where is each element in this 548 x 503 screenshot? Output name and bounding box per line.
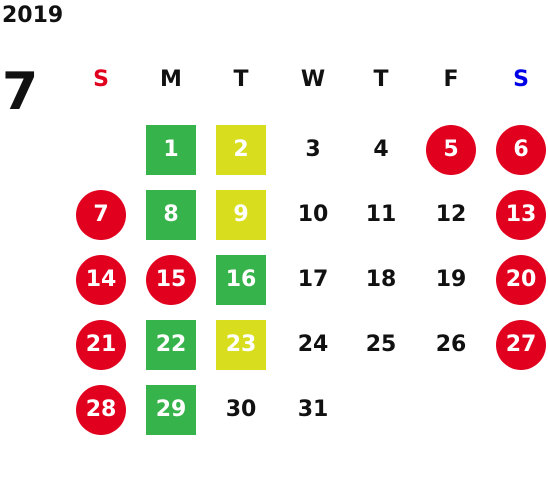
day-number-7: 7	[76, 190, 126, 240]
calendar-day-cell[interactable]: 22	[146, 320, 196, 370]
calendar-day-cell[interactable]: 10	[288, 190, 338, 240]
day-number-16: 16	[216, 255, 266, 305]
calendar-day-cell[interactable]: 23	[216, 320, 266, 370]
calendar-day-cell[interactable]: 12	[426, 190, 476, 240]
day-number-15: 15	[146, 255, 196, 305]
weekday-header-sunday: S	[93, 67, 109, 92]
day-number-23: 23	[216, 320, 266, 370]
calendar-day-cell[interactable]: 13	[496, 190, 546, 240]
day-number-24: 24	[297, 332, 329, 357]
weekday-header-thursday: T	[373, 67, 389, 92]
day-number-6: 6	[496, 125, 546, 175]
calendar-day-cell[interactable]: 28	[76, 385, 126, 435]
calendar-day-cell[interactable]: 20	[496, 255, 546, 305]
day-number-3: 3	[305, 137, 321, 162]
day-number-12: 12	[435, 202, 467, 227]
day-number-27: 27	[496, 320, 546, 370]
calendar-day-cell[interactable]: 9	[216, 190, 266, 240]
calendar-day-cell[interactable]: 30	[216, 385, 266, 435]
calendar-day-cell[interactable]: 29	[146, 385, 196, 435]
calendar-day-cell[interactable]: 8	[146, 190, 196, 240]
calendar-day-cell[interactable]: 15	[146, 255, 196, 305]
calendar-day-cell[interactable]: 21	[76, 320, 126, 370]
calendar-day-cell[interactable]: 17	[288, 255, 338, 305]
day-number-8: 8	[146, 190, 196, 240]
weekday-header-monday: M	[160, 67, 182, 92]
calendar-day-cell[interactable]: 16	[216, 255, 266, 305]
day-number-22: 22	[146, 320, 196, 370]
calendar-day-cell[interactable]: 24	[288, 320, 338, 370]
calendar-day-cell[interactable]: 4	[356, 125, 406, 175]
day-number-9: 9	[216, 190, 266, 240]
calendar-day-cell[interactable]: 31	[288, 385, 338, 435]
day-number-18: 18	[365, 267, 397, 292]
day-number-20: 20	[496, 255, 546, 305]
day-number-10: 10	[297, 202, 329, 227]
day-number-5: 5	[426, 125, 476, 175]
day-number-30: 30	[225, 397, 257, 422]
weekday-header-friday: F	[443, 67, 459, 92]
calendar-day-cell[interactable]: 6	[496, 125, 546, 175]
day-number-29: 29	[146, 385, 196, 435]
day-number-4: 4	[373, 137, 389, 162]
year-label: 2019	[2, 3, 64, 28]
day-number-21: 21	[76, 320, 126, 370]
calendar-day-cell[interactable]: 19	[426, 255, 476, 305]
day-number-11: 11	[365, 202, 397, 227]
calendar-day-cell[interactable]: 5	[426, 125, 476, 175]
day-number-26: 26	[435, 332, 467, 357]
calendar-day-cell[interactable]: 26	[426, 320, 476, 370]
weekday-header-tuesday: T	[233, 67, 249, 92]
weekday-header-saturday: S	[513, 67, 529, 92]
day-number-2: 2	[216, 125, 266, 175]
calendar-day-cell[interactable]: 27	[496, 320, 546, 370]
calendar-day-cell[interactable]: 1	[146, 125, 196, 175]
calendar-day-cell[interactable]: 7	[76, 190, 126, 240]
weekday-header-wednesday: W	[300, 67, 326, 92]
calendar-day-cell[interactable]: 11	[356, 190, 406, 240]
day-number-1: 1	[146, 125, 196, 175]
day-number-19: 19	[435, 267, 467, 292]
day-number-17: 17	[297, 267, 329, 292]
day-number-14: 14	[76, 255, 126, 305]
calendar-day-cell[interactable]: 3	[288, 125, 338, 175]
day-number-13: 13	[496, 190, 546, 240]
calendar-day-cell[interactable]: 14	[76, 255, 126, 305]
calendar-day-cell[interactable]: 18	[356, 255, 406, 305]
calendar-day-cell[interactable]: 25	[356, 320, 406, 370]
calendar-day-cell[interactable]: 2	[216, 125, 266, 175]
month-number: 7	[2, 62, 39, 122]
day-number-31: 31	[297, 397, 329, 422]
day-number-28: 28	[76, 385, 126, 435]
day-number-25: 25	[365, 332, 397, 357]
